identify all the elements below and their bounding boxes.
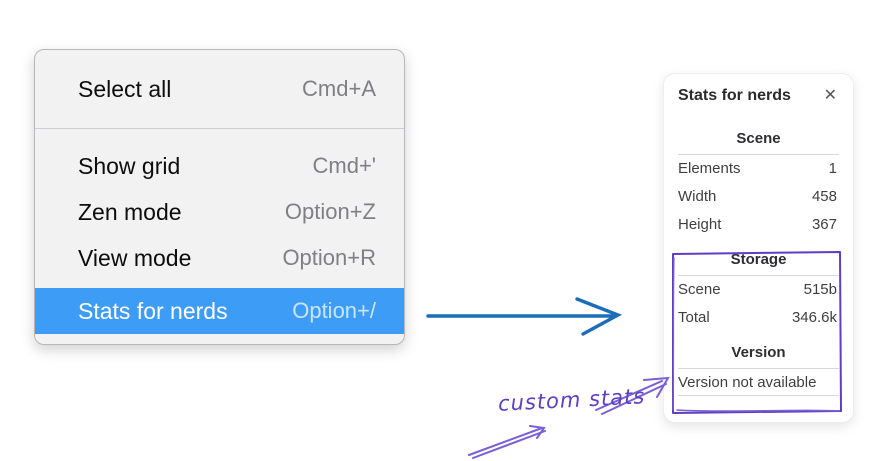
menu-item-view-mode[interactable]: View mode Option+R (35, 235, 404, 281)
menu-item-label: Show grid (78, 152, 181, 179)
menu-item-label: Stats for nerds (78, 297, 228, 324)
menu-item-select-all[interactable]: Select all Cmd+A (35, 50, 404, 128)
stats-panel: Stats for nerds ✕ Scene Elements 1 Width… (663, 73, 854, 423)
custom-stats-annotation: custom stats (497, 384, 646, 416)
menu-group: Show grid Cmd+' Zen mode Option+Z View m… (35, 129, 404, 334)
stat-label: Scene (678, 281, 721, 298)
section-heading: Storage (730, 251, 787, 268)
stat-label: Elements (678, 160, 741, 177)
stat-row-width: Width 458 (678, 183, 839, 211)
stat-label: Width (678, 188, 717, 205)
menu-divider (35, 128, 404, 129)
stats-panel-title: Stats for nerds (678, 87, 791, 104)
stat-value: 367 (811, 216, 837, 233)
menu-item-shortcut: Option+R (282, 245, 376, 270)
menu-item-shortcut: Option+/ (292, 298, 376, 323)
section-divider (678, 395, 839, 396)
stats-panel-header: Stats for nerds ✕ (678, 84, 839, 108)
menu-item-shortcut: Cmd+' (312, 153, 377, 178)
context-menu: Select all Cmd+A Show grid Cmd+' Zen mod… (34, 49, 405, 345)
purple-arrow-to-label (468, 425, 546, 459)
stat-row-total-size: Total 346.6k (678, 304, 839, 332)
stat-row-scene-size: Scene 515b (678, 276, 839, 304)
stat-value: 1 (828, 160, 837, 177)
menu-item-label: View mode (78, 244, 192, 271)
menu-item-shortcut: Cmd+A (302, 76, 376, 101)
blue-pointer-arrow (426, 297, 623, 336)
stat-value: 458 (811, 188, 837, 205)
stat-row-height: Height 367 (678, 211, 839, 239)
stat-label: Height (678, 216, 722, 233)
stats-section-scene: Scene Elements 1 Width 458 Height 367 (678, 130, 839, 239)
menu-item-show-grid[interactable]: Show grid Cmd+' (35, 143, 404, 189)
version-note: Version not available (678, 374, 817, 391)
stat-label: Total (678, 309, 710, 326)
stat-value: 346.6k (791, 309, 837, 326)
stats-section-storage: Storage Scene 515b Total 346.6k (678, 251, 839, 332)
stat-value: 515b (803, 281, 837, 298)
section-divider (678, 368, 839, 369)
menu-item-label: Zen mode (78, 198, 182, 225)
close-icon[interactable]: ✕ (823, 87, 837, 104)
stats-section-version: Version Version not available (678, 344, 839, 396)
menu-item-stats-for-nerds[interactable]: Stats for nerds Option+/ (35, 288, 404, 334)
section-heading: Version (731, 344, 786, 361)
section-heading: Scene (736, 130, 781, 147)
section-divider (678, 154, 839, 155)
menu-item-zen-mode[interactable]: Zen mode Option+Z (35, 189, 404, 235)
menu-item-shortcut: Option+Z (284, 199, 376, 224)
stat-row-elements: Elements 1 (678, 155, 839, 183)
menu-item-label: Select all (78, 75, 172, 102)
